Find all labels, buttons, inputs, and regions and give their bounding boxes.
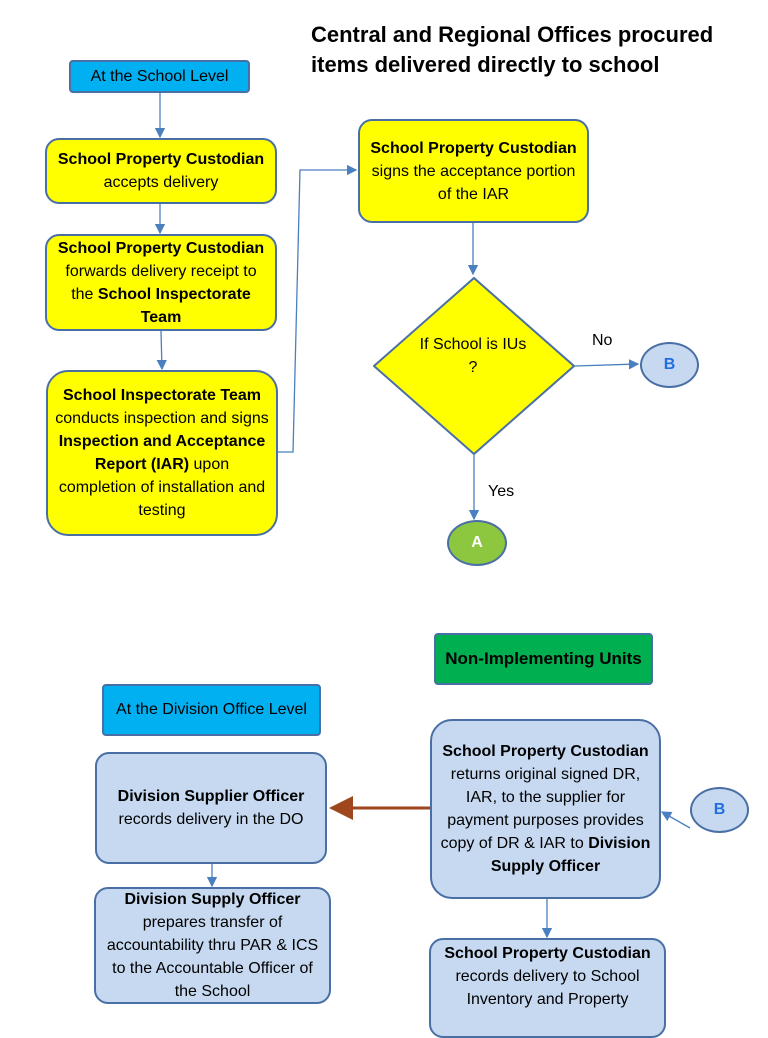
step-custodian-signs-text: School Property Custodian signs the acce… xyxy=(366,137,581,206)
decision-diamond xyxy=(373,277,575,455)
connector-b-label: B xyxy=(713,801,726,818)
step-division-prepares: Division Supply Officer prepares transfe… xyxy=(94,887,331,1004)
step-bold-text: School Property Custodian xyxy=(57,151,265,168)
step-bold-text: Division Supplier Officer xyxy=(117,788,305,805)
division-level-header: At the Division Office Level xyxy=(102,684,321,736)
step-text: records delivery to School Inventory and… xyxy=(455,968,640,1008)
step-inspectorate-conducts-text: School Inspectorate Team conducts inspec… xyxy=(54,384,270,522)
page-title: Central and Regional Offices procured it… xyxy=(311,22,714,77)
decision-label: If School is IUs ? xyxy=(419,336,527,376)
step-text: signs the acceptance portion of the IAR xyxy=(371,162,576,203)
step-custodian-accepts-text: School Property Custodian accepts delive… xyxy=(53,148,269,194)
step-custodian-accepts: School Property Custodian accepts delive… xyxy=(45,138,277,204)
non-implementing-header: Non-Implementing Units xyxy=(434,633,653,685)
step-division-records: Division Supplier Officer records delive… xyxy=(95,752,327,864)
step-bold-text: School Property Custodian xyxy=(370,139,577,157)
step-text: prepares transfer of accountability thru… xyxy=(106,914,319,1000)
connector-b-label: B xyxy=(663,356,676,373)
step-custodian-records-text: School Property Custodian records delive… xyxy=(437,942,658,1011)
step-bold-text: Division Supply Officer xyxy=(124,891,301,908)
arrow-inspect-to-sign xyxy=(278,164,358,453)
step-text: returns original signed DR, IAR, to the … xyxy=(440,766,644,852)
step-text: conducts inspection and signs xyxy=(55,410,269,427)
step-bold-text: School Property Custodian xyxy=(57,239,265,257)
step-bold-text: School Inspectorate Team xyxy=(97,285,251,326)
step-custodian-returns: School Property Custodian returns origin… xyxy=(430,719,661,899)
step-bold-text: School Inspectorate Team xyxy=(63,387,261,404)
step-custodian-forwards: School Property Custodian forwards deliv… xyxy=(45,234,277,331)
step-division-records-text: Division Supplier Officer records delive… xyxy=(103,785,319,831)
arrow-b-to-returns xyxy=(660,811,691,829)
connector-b-top: B xyxy=(640,342,699,388)
step-division-prepares-text: Division Supply Officer prepares transfe… xyxy=(102,888,323,1003)
step-custodian-returns-text: School Property Custodian returns origin… xyxy=(438,740,653,878)
step-inspectorate-conducts: School Inspectorate Team conducts inspec… xyxy=(46,370,278,536)
step-bold-text: School Property Custodian xyxy=(442,743,649,760)
division-level-header-label: At the Division Office Level xyxy=(116,701,307,718)
step-custodian-signs: School Property Custodian signs the acce… xyxy=(358,119,589,223)
step-bold-text: Division Supply Officer xyxy=(490,835,651,875)
school-level-header: At the School Level xyxy=(69,60,250,93)
step-text: forwards delivery receipt to the xyxy=(65,262,257,303)
connector-a-label: A xyxy=(471,534,483,551)
arrow-decision-no xyxy=(574,359,640,370)
arrow-forward-to-inspect xyxy=(156,330,167,371)
step-bold-text: Inspection and Acceptance Report (IAR) xyxy=(58,433,266,473)
step-bold-text: School Property Custodian xyxy=(444,945,651,962)
yes-label: Yes xyxy=(488,483,515,500)
step-custodian-forwards-text: School Property Custodian forwards deliv… xyxy=(53,237,269,329)
non-implementing-header-label: Non-Implementing Units xyxy=(445,649,642,668)
connector-a: A xyxy=(447,520,507,566)
school-level-header-label: At the School Level xyxy=(90,68,229,85)
no-label: No xyxy=(592,332,613,349)
step-text: accepts delivery xyxy=(103,174,219,191)
connector-b-bottom: B xyxy=(690,787,749,833)
step-text: upon completion of installation and test… xyxy=(58,456,266,519)
step-custodian-records: School Property Custodian records delive… xyxy=(429,938,666,1038)
step-text: records delivery in the DO xyxy=(118,811,304,828)
